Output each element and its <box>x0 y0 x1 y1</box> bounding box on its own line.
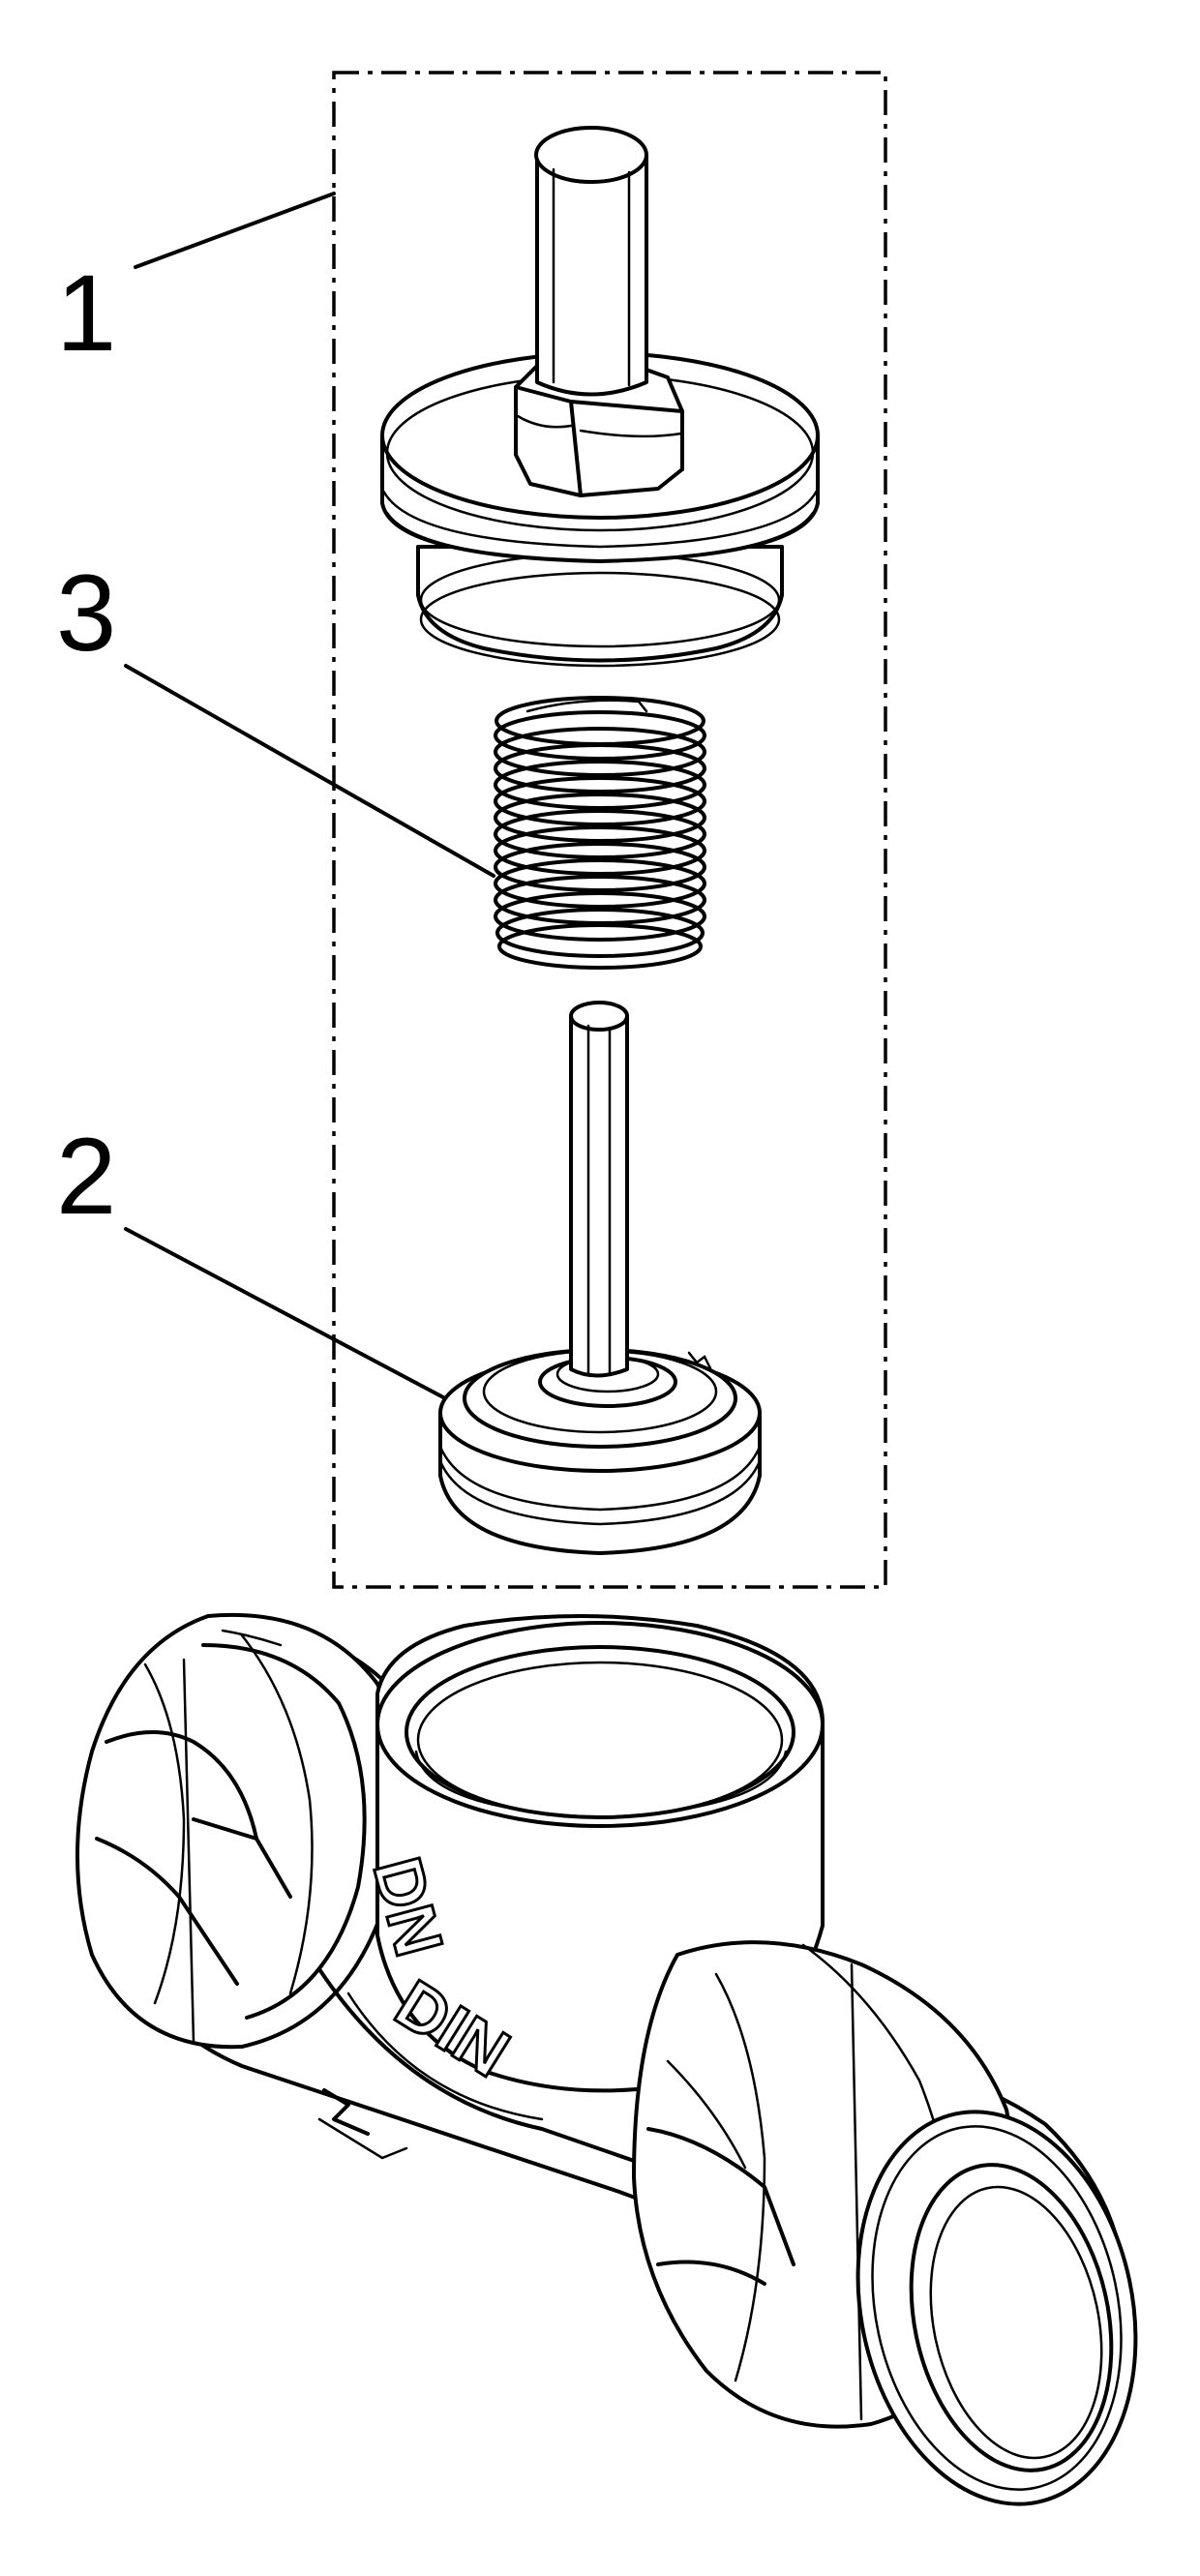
callout-3: 3 <box>56 553 117 674</box>
valve-disc <box>438 1001 762 1555</box>
assembly-boundary <box>332 71 887 1589</box>
leader-line-1 <box>134 192 336 269</box>
callout-2: 2 <box>56 1116 117 1237</box>
spring <box>494 696 706 970</box>
leader-line-2 <box>124 1227 447 1400</box>
callout-1: 1 <box>56 253 117 374</box>
valve-body: DN DIN <box>75 1612 1138 2506</box>
leader-line-3 <box>124 664 495 878</box>
bonnet-insert <box>380 126 820 668</box>
